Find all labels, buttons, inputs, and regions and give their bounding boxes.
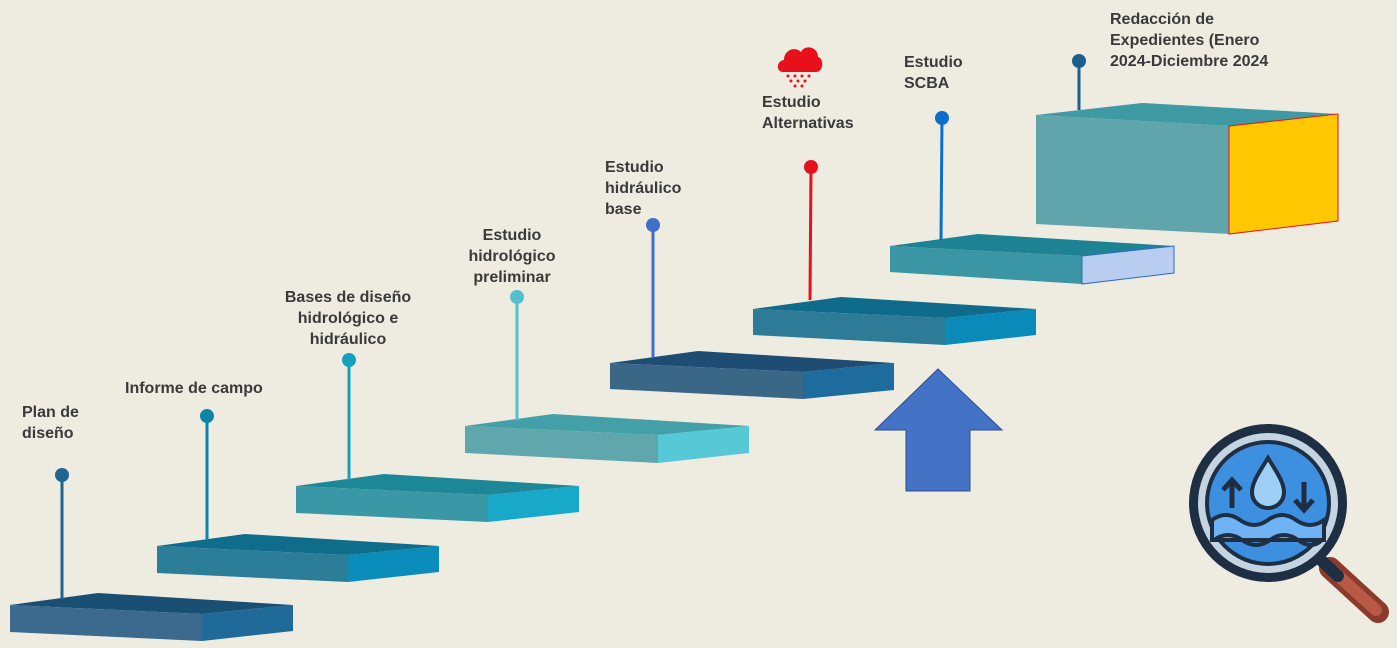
step-2-pin bbox=[200, 409, 214, 540]
step-2-label: Informe de campo bbox=[125, 380, 263, 397]
step-side bbox=[488, 486, 579, 522]
step-top bbox=[465, 414, 749, 435]
step-front bbox=[157, 546, 348, 582]
step-3-block bbox=[296, 474, 579, 522]
step-top bbox=[157, 534, 439, 555]
step-side bbox=[1081, 245, 1175, 285]
step-6-pin bbox=[804, 160, 818, 301]
step-4-block bbox=[465, 414, 749, 463]
step-3-label: Bases de diseño hidrológico e hidráulico bbox=[284, 289, 412, 348]
step-5-block bbox=[610, 351, 894, 399]
step-side bbox=[202, 605, 293, 641]
rain-cloud-icon bbox=[777, 47, 823, 88]
step-8-pin bbox=[1072, 54, 1086, 110]
step-front bbox=[10, 605, 202, 641]
step-7-pin bbox=[935, 111, 949, 241]
step-5-label: Estudio hidráulico base bbox=[605, 159, 682, 218]
step-1-block bbox=[10, 593, 293, 641]
step-front bbox=[296, 486, 488, 522]
step-6-block bbox=[753, 297, 1036, 345]
step-front bbox=[753, 309, 945, 345]
step-top bbox=[1036, 103, 1338, 126]
step-7-block bbox=[890, 234, 1175, 285]
step-front bbox=[1036, 115, 1229, 234]
step-1-pin bbox=[55, 468, 69, 599]
step-7-label: Estudio SCBA bbox=[904, 54, 963, 92]
step-top bbox=[890, 234, 1174, 256]
step-front bbox=[890, 246, 1082, 284]
step-top bbox=[296, 474, 579, 495]
step-front bbox=[610, 363, 803, 399]
step-2-block bbox=[157, 534, 439, 582]
step-side bbox=[945, 309, 1036, 345]
step-8-block bbox=[1036, 103, 1339, 235]
step-8-label: Redacción de Expedientes (Enero 2024-Dic… bbox=[1110, 11, 1269, 70]
step-1-label: Plan de diseño bbox=[22, 404, 79, 442]
step-top bbox=[10, 593, 293, 614]
step-top bbox=[610, 351, 894, 372]
step-top bbox=[753, 297, 1036, 318]
step-side bbox=[803, 363, 894, 399]
step-4-pin bbox=[510, 290, 524, 420]
step-side bbox=[348, 546, 439, 582]
water-magnifier-icon bbox=[1189, 424, 1389, 623]
step-4-label: Estudio hidrológico preliminar bbox=[468, 227, 556, 286]
step-side bbox=[658, 426, 749, 463]
step-front bbox=[465, 426, 658, 463]
step-3-pin bbox=[342, 353, 356, 480]
step-side bbox=[1228, 113, 1339, 235]
step-6-label: Estudio Alternativas bbox=[762, 94, 854, 132]
up-arrow-icon bbox=[873, 368, 1004, 492]
step-5-pin bbox=[646, 218, 660, 357]
